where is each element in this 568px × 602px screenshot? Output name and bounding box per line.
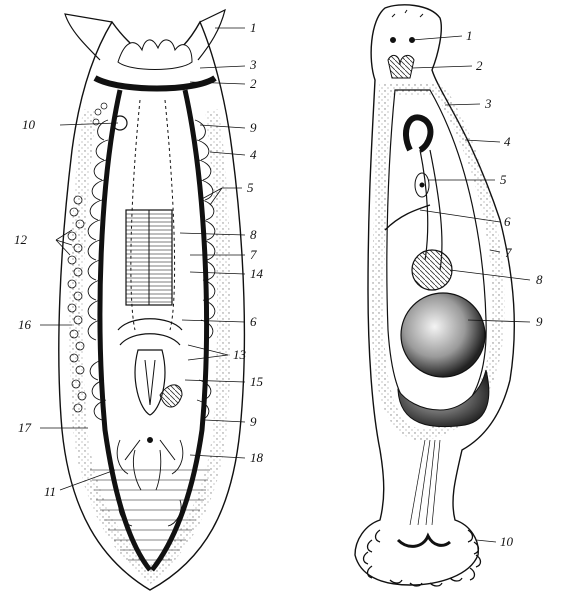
left-label-14: 14 bbox=[250, 266, 263, 281]
right-parenchyma bbox=[371, 84, 505, 442]
left-label-9b: 9 bbox=[250, 414, 257, 429]
right-eye-left bbox=[390, 37, 396, 43]
left-nerve-cord-r bbox=[150, 89, 210, 572]
right-specimen bbox=[354, 4, 531, 587]
left-gut-lumen bbox=[130, 99, 176, 331]
left-label-5: 5 bbox=[247, 180, 254, 195]
right-label-6: 6 bbox=[504, 214, 511, 229]
left-testes bbox=[67, 195, 87, 413]
right-duct bbox=[384, 204, 431, 231]
left-label-9a: 9 bbox=[250, 120, 257, 135]
left-body-outline bbox=[58, 20, 246, 591]
left-label-6: 6 bbox=[250, 314, 257, 329]
left-gut-branches bbox=[87, 119, 216, 527]
right-label-7: 7 bbox=[505, 245, 512, 260]
left-label-17: 17 bbox=[18, 420, 31, 435]
left-label-7: 7 bbox=[250, 247, 257, 262]
left-brain-band bbox=[93, 75, 217, 92]
left-nerve-cord-l bbox=[97, 89, 152, 572]
left-label-1: 1 bbox=[250, 20, 257, 35]
left-label-2: 2 bbox=[250, 76, 257, 91]
right-pharynx-coil bbox=[403, 114, 434, 153]
left-specimen bbox=[40, 8, 246, 591]
left-leaders bbox=[40, 27, 246, 491]
right-label-5: 5 bbox=[500, 172, 507, 187]
left-transverse-lines bbox=[90, 469, 210, 561]
left-genital-pore bbox=[147, 437, 153, 443]
left-label-12: 12 bbox=[14, 232, 27, 247]
left-label-10: 10 bbox=[22, 117, 35, 132]
left-auricle-left bbox=[64, 13, 113, 61]
right-brain bbox=[387, 54, 415, 79]
left-label-11: 11 bbox=[44, 484, 57, 499]
right-label-4: 4 bbox=[504, 134, 511, 149]
right-label-3: 3 bbox=[485, 96, 492, 111]
right-label-10: 10 bbox=[500, 534, 513, 549]
left-copulatory-organ bbox=[117, 318, 183, 416]
left-label-3: 3 bbox=[250, 57, 257, 72]
right-yolk-ball bbox=[400, 292, 486, 378]
left-auricle-right bbox=[197, 8, 226, 61]
right-label-2: 2 bbox=[476, 58, 483, 73]
right-sucker-hooks bbox=[362, 529, 482, 587]
right-tail-fibers bbox=[409, 439, 441, 526]
left-label-4: 4 bbox=[250, 147, 257, 162]
right-label-1: 1 bbox=[466, 28, 473, 43]
left-bursa bbox=[159, 384, 183, 408]
right-cell bbox=[414, 172, 430, 198]
left-label-8: 8 bbox=[250, 227, 257, 242]
left-label-18: 18 bbox=[250, 450, 263, 465]
right-label-9: 9 bbox=[536, 314, 543, 329]
right-leaders bbox=[411, 35, 531, 543]
left-label-15: 15 bbox=[250, 374, 263, 389]
left-brain bbox=[117, 39, 193, 70]
left-label-13: 13 bbox=[233, 347, 246, 362]
left-label-16: 16 bbox=[18, 317, 31, 332]
right-dark-mass bbox=[397, 369, 490, 428]
right-label-8: 8 bbox=[536, 272, 543, 287]
right-ovary bbox=[411, 249, 453, 291]
left-ovary-eggs bbox=[92, 102, 108, 126]
